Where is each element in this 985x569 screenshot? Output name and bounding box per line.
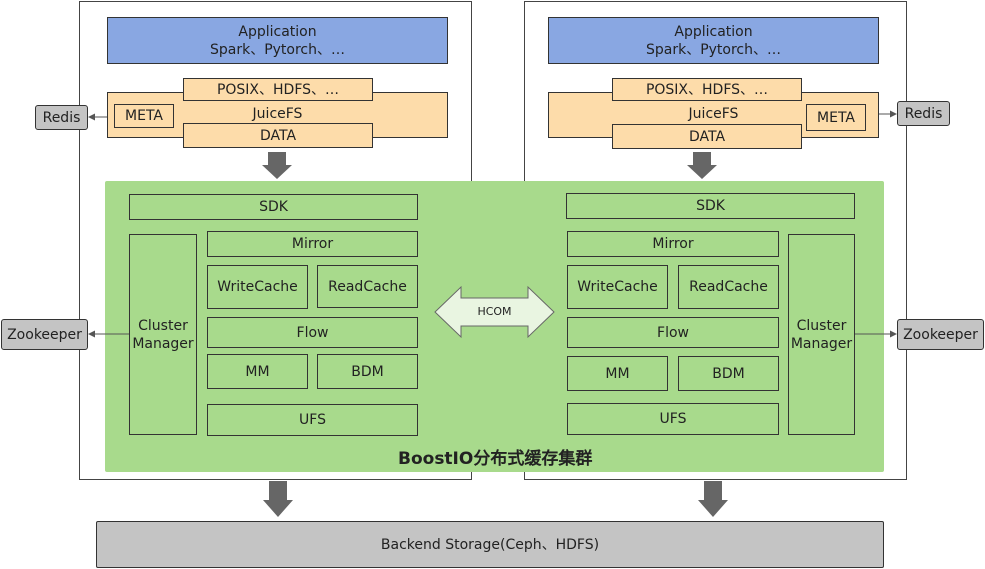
right-writecache-box: WriteCache	[567, 265, 668, 309]
right-data-box: DATA	[612, 124, 802, 149]
right-application-examples: Spark、Pytorch、…	[645, 41, 782, 58]
right-readcache-box: ReadCache	[678, 265, 779, 309]
right-application-title: Application	[674, 23, 753, 40]
left-ufs-box: UFS	[207, 404, 418, 436]
left-bdm-box: BDM	[317, 354, 418, 389]
left-data-box: DATA	[183, 123, 373, 148]
right-posix-box: POSIX、HDFS、…	[612, 78, 802, 101]
right-redis-box: Redis	[897, 101, 950, 126]
right-sdk-box: SDK	[566, 193, 855, 219]
hcom-label: HCOM	[477, 305, 512, 318]
left-flow-box: Flow	[207, 317, 418, 348]
cluster-caption: BoostIO分布式缓存集群	[398, 449, 593, 469]
left-sdk-box: SDK	[129, 194, 418, 220]
right-backend-arrow	[698, 481, 728, 517]
right-application-box: Application Spark、Pytorch、…	[548, 17, 879, 64]
left-cluster-manager-box: Cluster Manager	[129, 234, 197, 435]
left-meta-box: META	[114, 104, 174, 128]
right-bdm-box: BDM	[678, 356, 779, 391]
left-application-examples: Spark、Pytorch、…	[209, 41, 346, 58]
left-readcache-box: ReadCache	[317, 265, 418, 308]
right-juicefs-label: JuiceFS	[688, 106, 739, 122]
left-juicefs-label: JuiceFS	[252, 106, 303, 122]
right-flow-box: Flow	[567, 317, 779, 348]
left-zookeeper-box: Zookeeper	[1, 319, 88, 350]
left-posix-box: POSIX、HDFS、…	[183, 78, 373, 101]
right-ufs-box: UFS	[567, 403, 779, 435]
right-meta-box: META	[806, 104, 866, 131]
left-application-title: Application	[238, 23, 317, 40]
left-writecache-box: WriteCache	[207, 265, 308, 309]
left-cluster-manager-line1: Cluster	[138, 317, 188, 334]
left-mirror-box: Mirror	[207, 231, 418, 257]
left-redis-box: Redis	[35, 105, 88, 130]
right-cluster-manager-box: Cluster Manager	[788, 234, 855, 435]
right-mm-box: MM	[567, 356, 668, 391]
left-mm-box: MM	[207, 354, 308, 389]
right-zookeeper-box: Zookeeper	[897, 319, 984, 350]
left-application-box: Application Spark、Pytorch、…	[107, 17, 448, 64]
backend-storage-box: Backend Storage(Ceph、HDFS)	[96, 521, 884, 568]
left-backend-arrow	[263, 481, 293, 517]
right-cluster-manager-line1: Cluster	[796, 317, 847, 334]
right-mirror-box: Mirror	[567, 231, 779, 257]
right-cluster-manager-line2: Manager	[790, 335, 853, 352]
left-cluster-manager-line2: Manager	[132, 335, 194, 352]
